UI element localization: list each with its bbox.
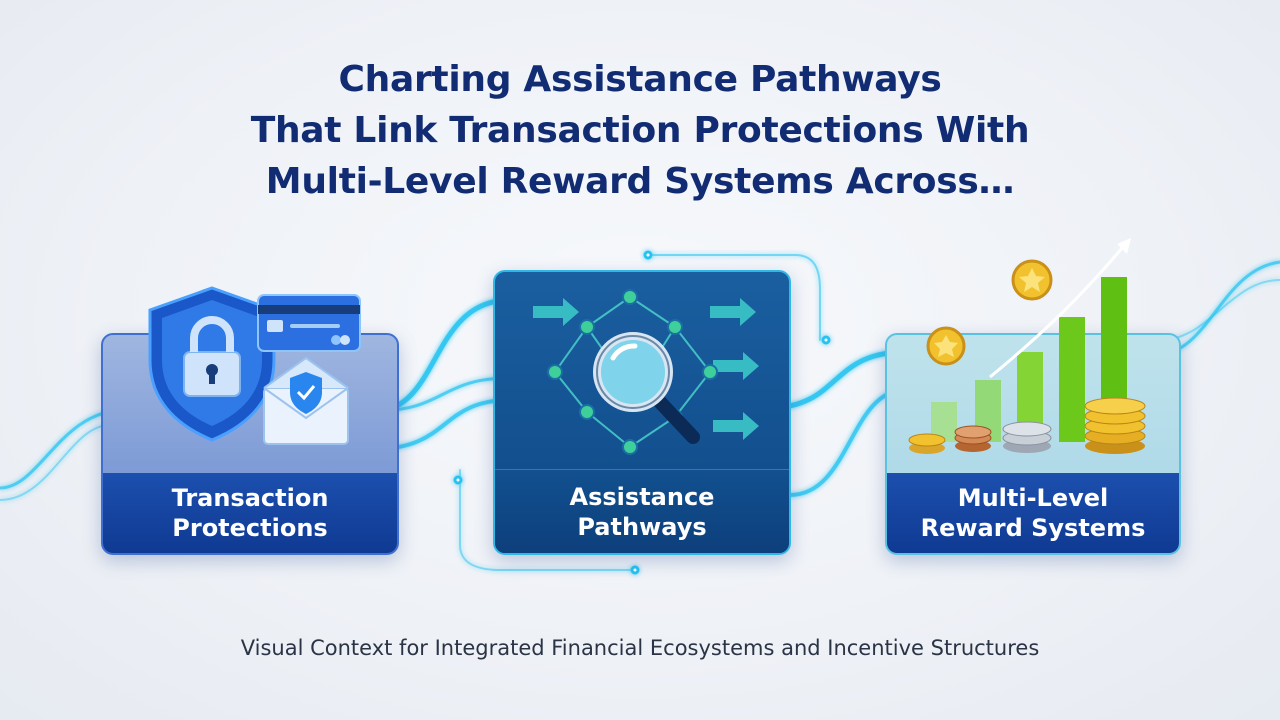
- credit-card-icon: [257, 294, 361, 352]
- flow-line: [459, 469, 636, 571]
- flow-node: [453, 475, 463, 485]
- title-line-3: Multi-Level Reward Systems Across…: [265, 161, 1015, 202]
- transaction-icons: [148, 286, 361, 445]
- reward-icons: [908, 238, 1146, 454]
- flow-line: [0, 424, 111, 501]
- title-line-1: Charting Assistance Pathways: [338, 59, 942, 100]
- node-label-line-2: Protections: [172, 514, 328, 542]
- node-label-line-2: Reward Systems: [920, 514, 1146, 542]
- arrow-right-icon: [533, 298, 759, 440]
- coin-star-icon: [926, 259, 1053, 366]
- flow-node: [630, 565, 640, 575]
- shield-lock-icon: [148, 286, 276, 442]
- network-graph-icon: [533, 289, 759, 455]
- node-label-line-1: Multi-Level: [957, 484, 1109, 512]
- diagram-subtitle: Visual Context for Integrated Financial …: [240, 636, 1040, 660]
- diagram-title: Charting Assistance Pathways That Link T…: [140, 54, 1140, 207]
- node-label: Assistance Pathways: [495, 469, 789, 553]
- flow-line: [647, 254, 821, 341]
- flow-node: [643, 250, 653, 260]
- flow-node: [821, 335, 831, 345]
- flow-line: [1159, 279, 1280, 341]
- title-line-2: That Link Transaction Protections With: [250, 110, 1030, 151]
- node-label-line-2: Pathways: [577, 512, 707, 541]
- node-label: Multi-Level Reward Systems: [887, 473, 1179, 553]
- node-assistance-pathways: Assistance Pathways: [493, 270, 791, 555]
- node-label-line-1: Transaction: [171, 484, 329, 512]
- trend-arrow-icon: [989, 246, 1125, 379]
- envelope-check-icon: [263, 356, 349, 445]
- node-label: Transaction Protections: [103, 473, 397, 553]
- coin-stack-icon: [908, 397, 1146, 454]
- magnifier-icon: [593, 332, 700, 444]
- node-label-line-1: Assistance: [569, 482, 715, 511]
